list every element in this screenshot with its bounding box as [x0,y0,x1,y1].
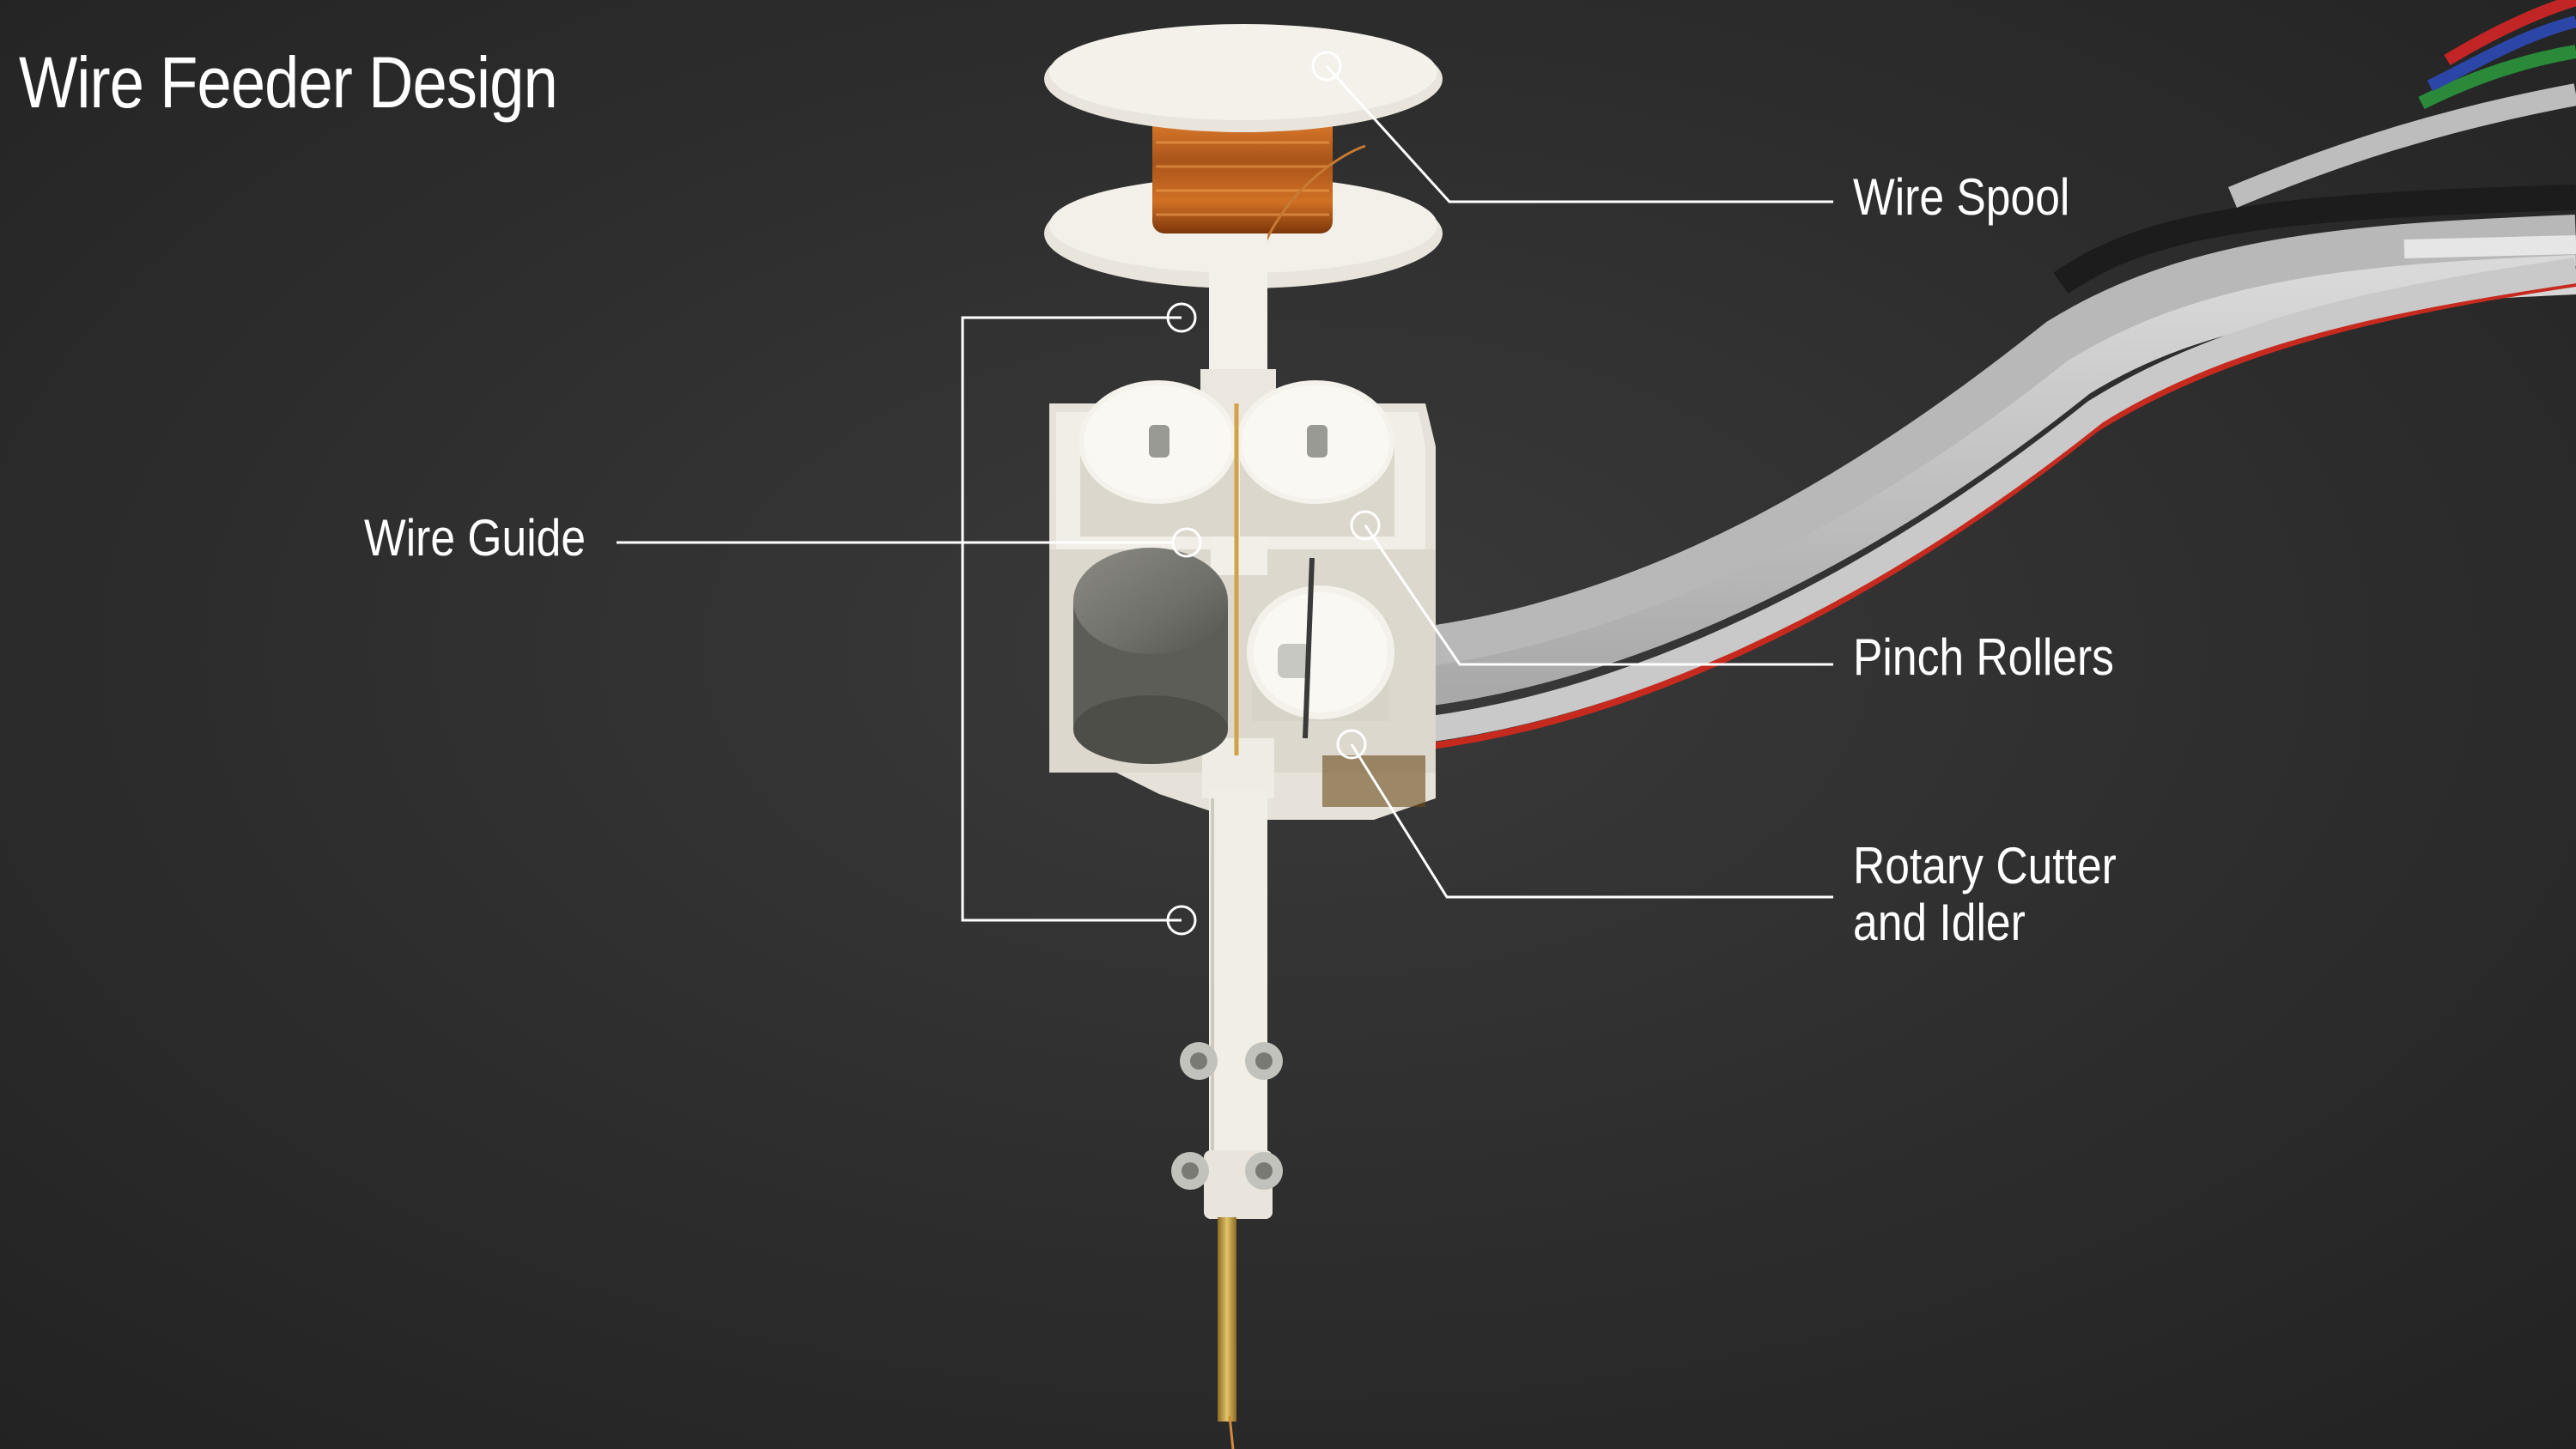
rotary-cutter-callout-line [1350,743,1833,899]
wire-guide-text: Wire Guide [364,509,586,567]
page-title: Wire Feeder Design [19,42,558,123]
callout-markers [1166,51,1381,936]
pinch-rollers-marker [1350,510,1381,541]
rotary-cutter-marker [1336,729,1367,760]
rotary-cutter-text-line1: Rotary Cutter [1853,837,2117,894]
wire-guide-middle-marker [1171,527,1202,558]
rotary-cutter-label: Rotary Cutter and Idler [1853,838,2117,951]
rotary-cutter [1247,557,1394,739]
wire-guide-bracket-line [961,316,1182,922]
pinch-rollers-callout-line [1364,524,1833,666]
callout-lines [617,64,1833,922]
wire-spool-text: Wire Spool [1853,168,2070,226]
brass-nozzle [1218,1217,1236,1449]
wire-guide-bottom-marker [1166,905,1197,936]
wire-spool-marker [1311,51,1342,82]
pinch-rollers-label: Pinch Rollers [1853,629,2114,686]
wire-guide-top-marker [1166,302,1197,333]
rotary-cutter-text-line2: and Idler [1853,894,2026,951]
pinch-rollers-text: Pinch Rollers [1853,628,2114,686]
pinch-rollers [1078,380,1394,755]
guide-screws [1171,1042,1283,1190]
wire-spool [1044,24,1443,288]
wire-guide-label: Wire Guide [364,510,586,567]
wire-spool-callout-line [1325,64,1833,203]
ribbon-cable [1421,0,2576,750]
magnet-cylinder [1073,548,1228,764]
wire-spool-label: Wire Spool [1853,169,2069,226]
